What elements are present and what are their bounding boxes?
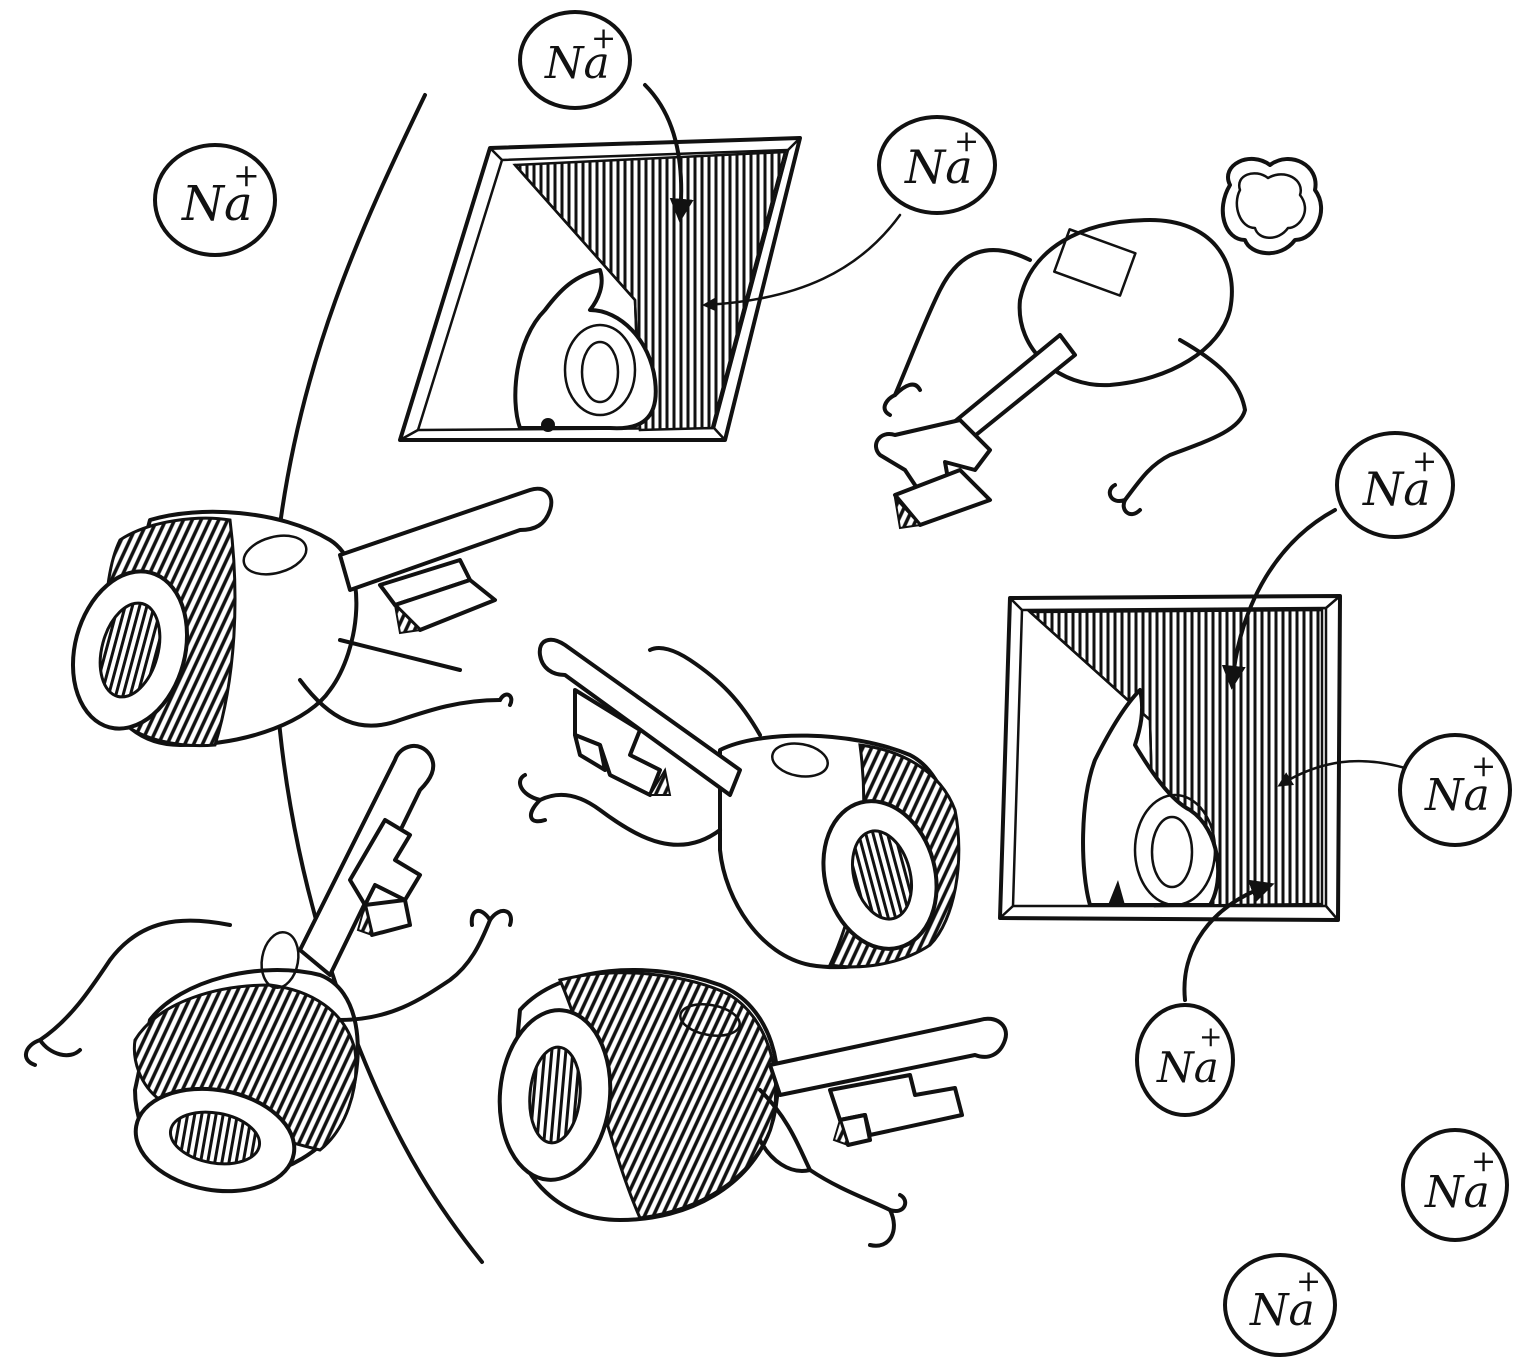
sodium-ion-label: Na + bbox=[1337, 433, 1453, 537]
svg-text:+: + bbox=[1471, 749, 1496, 784]
key-creature-center bbox=[520, 640, 959, 967]
right-sodium-channel-door bbox=[1000, 596, 1340, 920]
upper-sodium-channel-door bbox=[400, 138, 800, 440]
svg-text:+: + bbox=[1296, 1264, 1321, 1299]
svg-text:+: + bbox=[1199, 1020, 1222, 1053]
sodium-ion-label: Na + bbox=[1403, 1130, 1507, 1240]
sodium-ion-label: Na + bbox=[1137, 1005, 1233, 1115]
sodium-ion-label: Na + bbox=[155, 145, 275, 255]
key-creature-left bbox=[56, 489, 551, 746]
svg-text:+: + bbox=[1471, 1144, 1496, 1179]
sodium-ion-label: Na + bbox=[1225, 1255, 1335, 1355]
svg-text:+: + bbox=[954, 124, 979, 159]
svg-text:+: + bbox=[233, 156, 260, 194]
sodium-ion-label: Na + bbox=[1400, 735, 1510, 845]
svg-text:+: + bbox=[591, 21, 616, 56]
key-creature-bottom-left bbox=[26, 746, 511, 1203]
sodium-ion-label: Na + bbox=[520, 12, 630, 108]
key-creature-bottom-center bbox=[493, 970, 1006, 1246]
sodium-ion-label: Na + bbox=[879, 117, 995, 213]
svg-text:+: + bbox=[1412, 444, 1437, 479]
